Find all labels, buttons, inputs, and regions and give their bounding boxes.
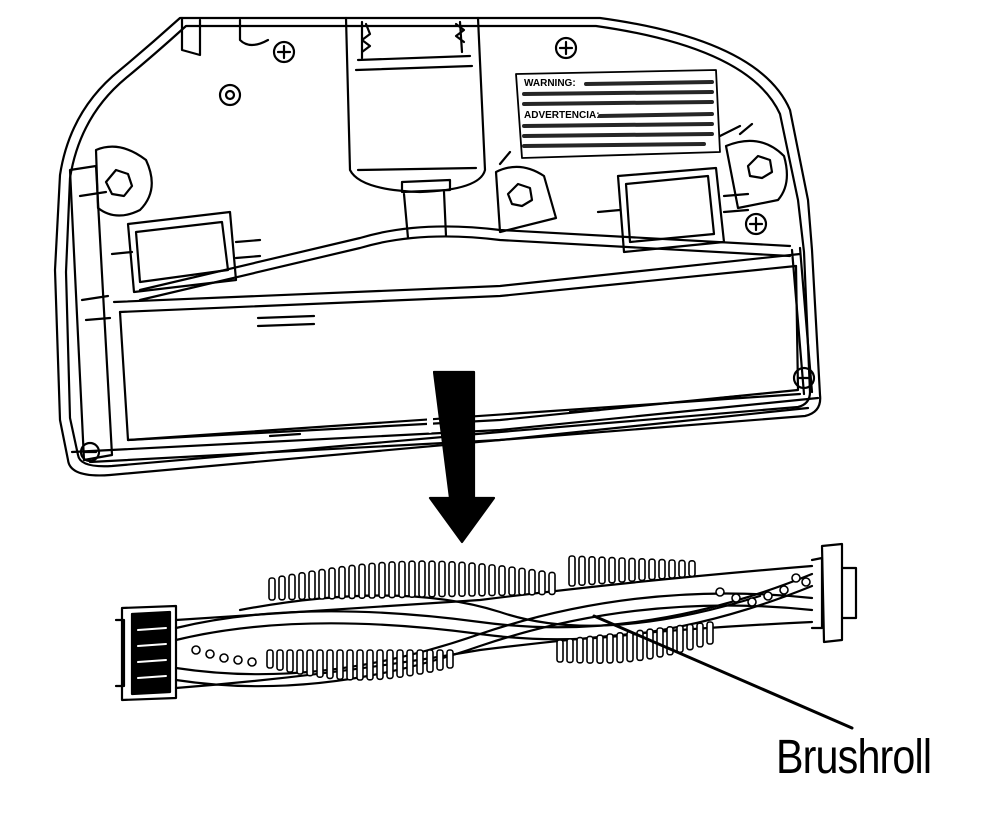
bristle-tuft [498,565,506,597]
bristle-tuft [438,560,446,598]
bristle-tuft [428,560,436,598]
bristle-tuft [406,649,414,677]
bristle-tuft [688,559,696,578]
bristle-tuft [528,568,536,596]
bristle-tuft [706,621,714,645]
bristle-tuft [588,555,596,586]
bristle-tuft [696,622,704,648]
bristle-tuft [676,624,684,654]
bristle-tuft [578,555,586,587]
callout-leader-line [592,614,854,730]
bristle-tuft [288,573,296,601]
bristle-tuft [568,555,576,587]
warning-label [515,69,721,159]
down-arrow-icon [427,369,496,544]
bristle-tuft [378,561,386,599]
bristle-tuft [358,563,366,600]
bristle-tuft [266,649,274,669]
bristle-tuft [478,563,486,597]
bristle-tuft [316,649,324,678]
bristle-hole [219,653,229,663]
bristle-tuft [308,570,316,600]
bristle-tuft [678,559,686,579]
bristle-tuft [468,562,476,597]
bristle-holes [191,573,811,667]
bristle-tuft [418,560,426,598]
bristle-hole [247,657,257,667]
bristle-tuft [648,558,656,581]
bristle-tuft [548,571,556,596]
bristle-tuft [556,639,564,663]
bristle-tuft [368,562,376,599]
bristle-tuft [268,577,276,601]
bristle-tuft [668,559,676,579]
bristle-tuft [398,560,406,599]
bristle-tuft [658,558,666,580]
bristle-tuft [576,636,584,664]
bristle-tuft [638,557,646,582]
bristle-tuft [386,649,394,680]
bristle-tufts-top [268,555,696,601]
bristle-hole [233,655,243,665]
bristle-tuft [346,649,354,681]
bristle-tuft [448,560,456,598]
bristle-tuft [586,635,594,664]
bristle-tuft [518,567,526,596]
brushroll-label: Brushroll [776,731,932,784]
bristle-hole [747,597,757,607]
bristle-tuft [296,649,304,675]
bristle-tufts-bottom [266,621,714,681]
bristle-hole [791,573,801,583]
bristle-tuft [276,649,284,671]
bristle-tuft [566,637,574,664]
bristle-tuft [298,571,306,601]
bristle-tuft [628,557,636,583]
bristle-tuft [306,649,314,677]
bristle-tuft [396,649,404,678]
bristle-tuft [618,557,626,583]
bristle-tuft [328,567,336,600]
bristle-hole [779,585,789,595]
bristle-tuft [278,575,286,601]
bristle-tuft [538,570,546,596]
bristle-tuft [686,623,694,651]
bristle-tuft [336,649,344,681]
bristle-tuft [508,566,516,596]
bristle-hole [205,649,215,659]
bristle-tuft [388,561,396,599]
bristle-hole [191,645,201,655]
bristle-hole [715,587,725,597]
bristle-tuft [596,634,604,664]
bristle-tuft [606,633,614,664]
bristle-hole [731,593,741,603]
bristle-tuft [436,649,444,671]
bristle-tuft [616,631,624,664]
warning-heading: WARNING: [524,78,576,89]
bristle-tuft [376,649,384,681]
bristle-hole [801,577,811,587]
bristle-tuft [446,649,454,669]
bristle-tuft [488,564,496,597]
bristle-tuft [348,564,356,600]
bristle-tuft [286,649,294,673]
warning-subheading: ADVERTENCIA: [524,110,600,121]
bristle-tuft [326,649,334,680]
brushroll [114,542,858,702]
bristle-tuft [608,556,616,584]
bristle-tuft [318,568,326,600]
bristle-tuft [458,561,466,598]
bristle-tuft [426,649,434,673]
bristle-tuft [366,649,374,681]
bristle-hole [763,591,773,601]
bristle-tuft [416,649,424,675]
bristle-tuft [338,565,346,600]
bristle-tuft [408,560,416,599]
bristle-tuft [646,628,654,660]
bristle-tuft [626,630,634,663]
bristle-tuft [356,649,364,681]
bristle-tuft [598,556,606,585]
